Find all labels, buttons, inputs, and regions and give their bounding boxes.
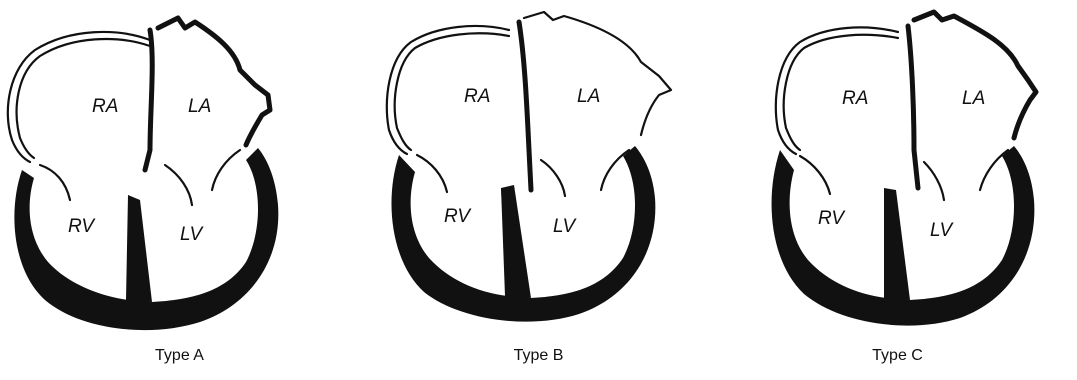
valve-leaflet-tricuspid [800, 156, 830, 194]
valve-leaflet-tricuspid [40, 165, 70, 200]
label-lv: LV [553, 216, 578, 237]
left-atrium-wall [524, 12, 671, 135]
heart-illustration-type-c: RA LA RV LV [718, 0, 1077, 380]
right-atrium-wall [387, 26, 509, 154]
valve-leaflet-mitral-2 [212, 150, 240, 190]
right-atrium-wall-inner [395, 33, 509, 150]
atrial-septum [908, 26, 918, 188]
heart-diagram-type-a: RA LA RV LV Type A [0, 0, 359, 380]
interventricular-septum [501, 185, 531, 298]
caption-type-b: Type B [359, 347, 718, 365]
atrial-septum [519, 22, 531, 190]
heart-diagram-type-c: RA LA RV LV Type C [718, 0, 1077, 380]
left-atrium-wall [158, 18, 270, 145]
right-atrium-wall [8, 32, 150, 162]
atrial-septum [145, 30, 152, 170]
label-ra: RA [842, 88, 868, 109]
label-lv: LV [180, 224, 205, 245]
label-rv: RV [818, 208, 846, 229]
heart-illustration-type-a: RA LA RV LV [0, 0, 359, 380]
right-atrium-wall-inner [17, 39, 150, 158]
label-ra: RA [92, 96, 118, 117]
valve-leaflet-tricuspid [417, 155, 447, 192]
valve-leaflet-mitral [165, 165, 192, 205]
interventricular-septum [126, 195, 152, 302]
label-lv: LV [930, 220, 955, 241]
heart-diagram-type-b: RA LA RV LV Type B [359, 0, 718, 380]
valve-leaflet-mitral [924, 162, 944, 200]
right-atrium-wall [776, 27, 898, 154]
label-la: LA [577, 86, 600, 107]
label-ra: RA [464, 86, 490, 107]
caption-type-a: Type A [0, 347, 359, 365]
interventricular-septum [884, 188, 910, 300]
caption-type-c: Type C [718, 347, 1077, 365]
label-la: LA [962, 88, 985, 109]
right-atrium-wall-inner [784, 35, 898, 150]
left-atrium-wall [914, 12, 1036, 138]
ventricular-wall [14, 148, 278, 330]
label-rv: RV [444, 206, 472, 227]
label-rv: RV [68, 216, 96, 237]
label-la: LA [188, 96, 211, 117]
heart-illustration-type-b: RA LA RV LV [359, 0, 718, 380]
valve-leaflet-mitral [541, 160, 565, 196]
